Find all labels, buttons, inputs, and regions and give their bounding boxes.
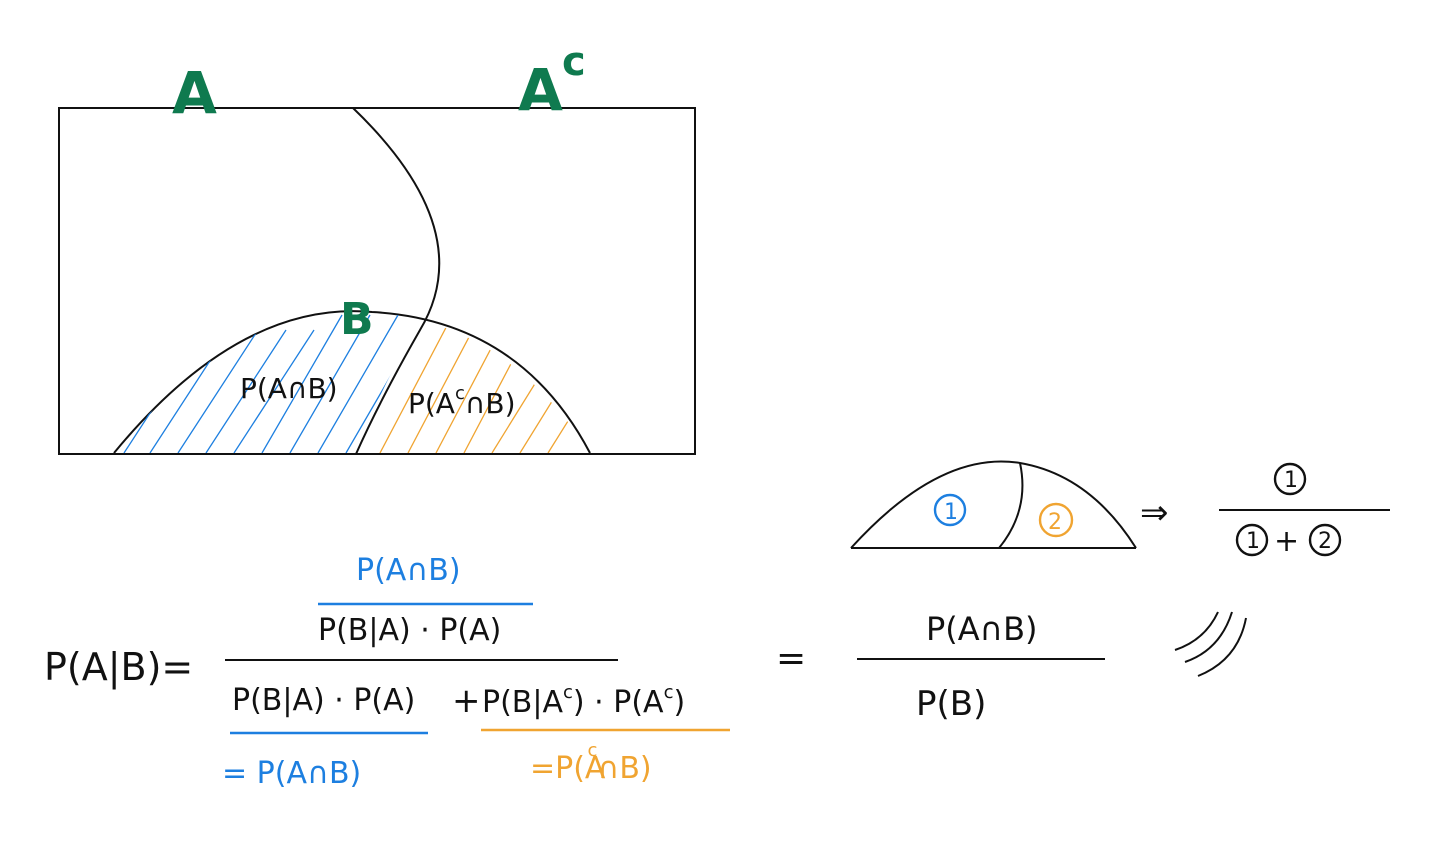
bayes-formula: P(A|B)= P(A∩B) P(B|A) · P(A) P(B|A) · P(… <box>44 553 1247 791</box>
denominator-plus: + <box>452 681 481 721</box>
fraction-den-one-circle <box>1235 523 1269 557</box>
denominator-first-term: P(B|A) · P(A) <box>232 683 415 718</box>
formula-numerator: P(B|A) · P(A) <box>318 613 501 648</box>
formula-equals: = <box>776 638 806 679</box>
b-region-arc <box>113 310 591 454</box>
a-and-b-region-label: P(A∩B) <box>240 372 338 405</box>
top-numerator-label: P(A∩B) <box>356 553 461 588</box>
denominator-second-sup2: c <box>664 682 674 703</box>
set-a-label: A <box>172 59 217 127</box>
result-denominator: P(B) <box>916 684 986 724</box>
mini-arc <box>850 460 1137 549</box>
second-term-note: =P(Ac∩B) <box>530 740 652 786</box>
fraction-den-plus: + <box>1274 524 1299 559</box>
mini-region-two-label: 2 <box>1048 510 1062 535</box>
mini-divider <box>998 462 1024 549</box>
denominator-second-term: P(B|Ac) · P(Ac) <box>482 682 685 720</box>
fraction-den-two-label: 2 <box>1318 529 1332 554</box>
mini-region-two-circle <box>1038 502 1074 538</box>
ac-and-b-region-label: P(Ac∩B) <box>408 383 516 420</box>
mini-region-one-label: 1 <box>944 500 958 525</box>
mini-region-one-circle <box>933 493 967 527</box>
formula-lhs: P(A|B)= <box>44 645 193 690</box>
fraction-den-one-label: 1 <box>1246 529 1260 554</box>
venn-diagram: A A c B P(A∩B) P(Ac∩B) <box>58 39 696 455</box>
mini-b-diagram: 1 2 ⇒ 1 1 + 2 <box>850 460 1390 559</box>
fraction-num-circle <box>1273 462 1307 496</box>
set-ac-superscript: c <box>562 39 586 85</box>
ac-and-b-label-head: P(A <box>408 387 455 420</box>
sample-space-rect <box>58 107 696 455</box>
ac-and-b-label-tail: ∩B) <box>465 387 516 420</box>
set-b-label: B <box>340 294 374 345</box>
denominator-second-end: ) <box>673 685 685 720</box>
set-ac-label: A <box>518 56 563 124</box>
implies-arrow: ⇒ <box>1140 493 1169 533</box>
denominator-second-mid: ) · P(A <box>573 685 664 720</box>
a-boundary-curve <box>352 107 441 455</box>
result-numerator: P(A∩B) <box>926 610 1038 648</box>
second-note-sup: c <box>587 740 597 761</box>
ac-and-b-label-sup: c <box>455 383 465 404</box>
first-term-note: = P(A∩B) <box>222 756 361 791</box>
second-note-tail: ∩B) <box>597 751 651 786</box>
second-note-head: =P(A <box>530 751 606 786</box>
fraction-den-two-circle <box>1308 523 1342 557</box>
denominator-second-sup: c <box>563 682 573 703</box>
fraction-num-label: 1 <box>1284 468 1298 493</box>
equivalence-tick-marks <box>1174 611 1247 677</box>
denominator-second-head: P(B|A <box>482 685 563 720</box>
